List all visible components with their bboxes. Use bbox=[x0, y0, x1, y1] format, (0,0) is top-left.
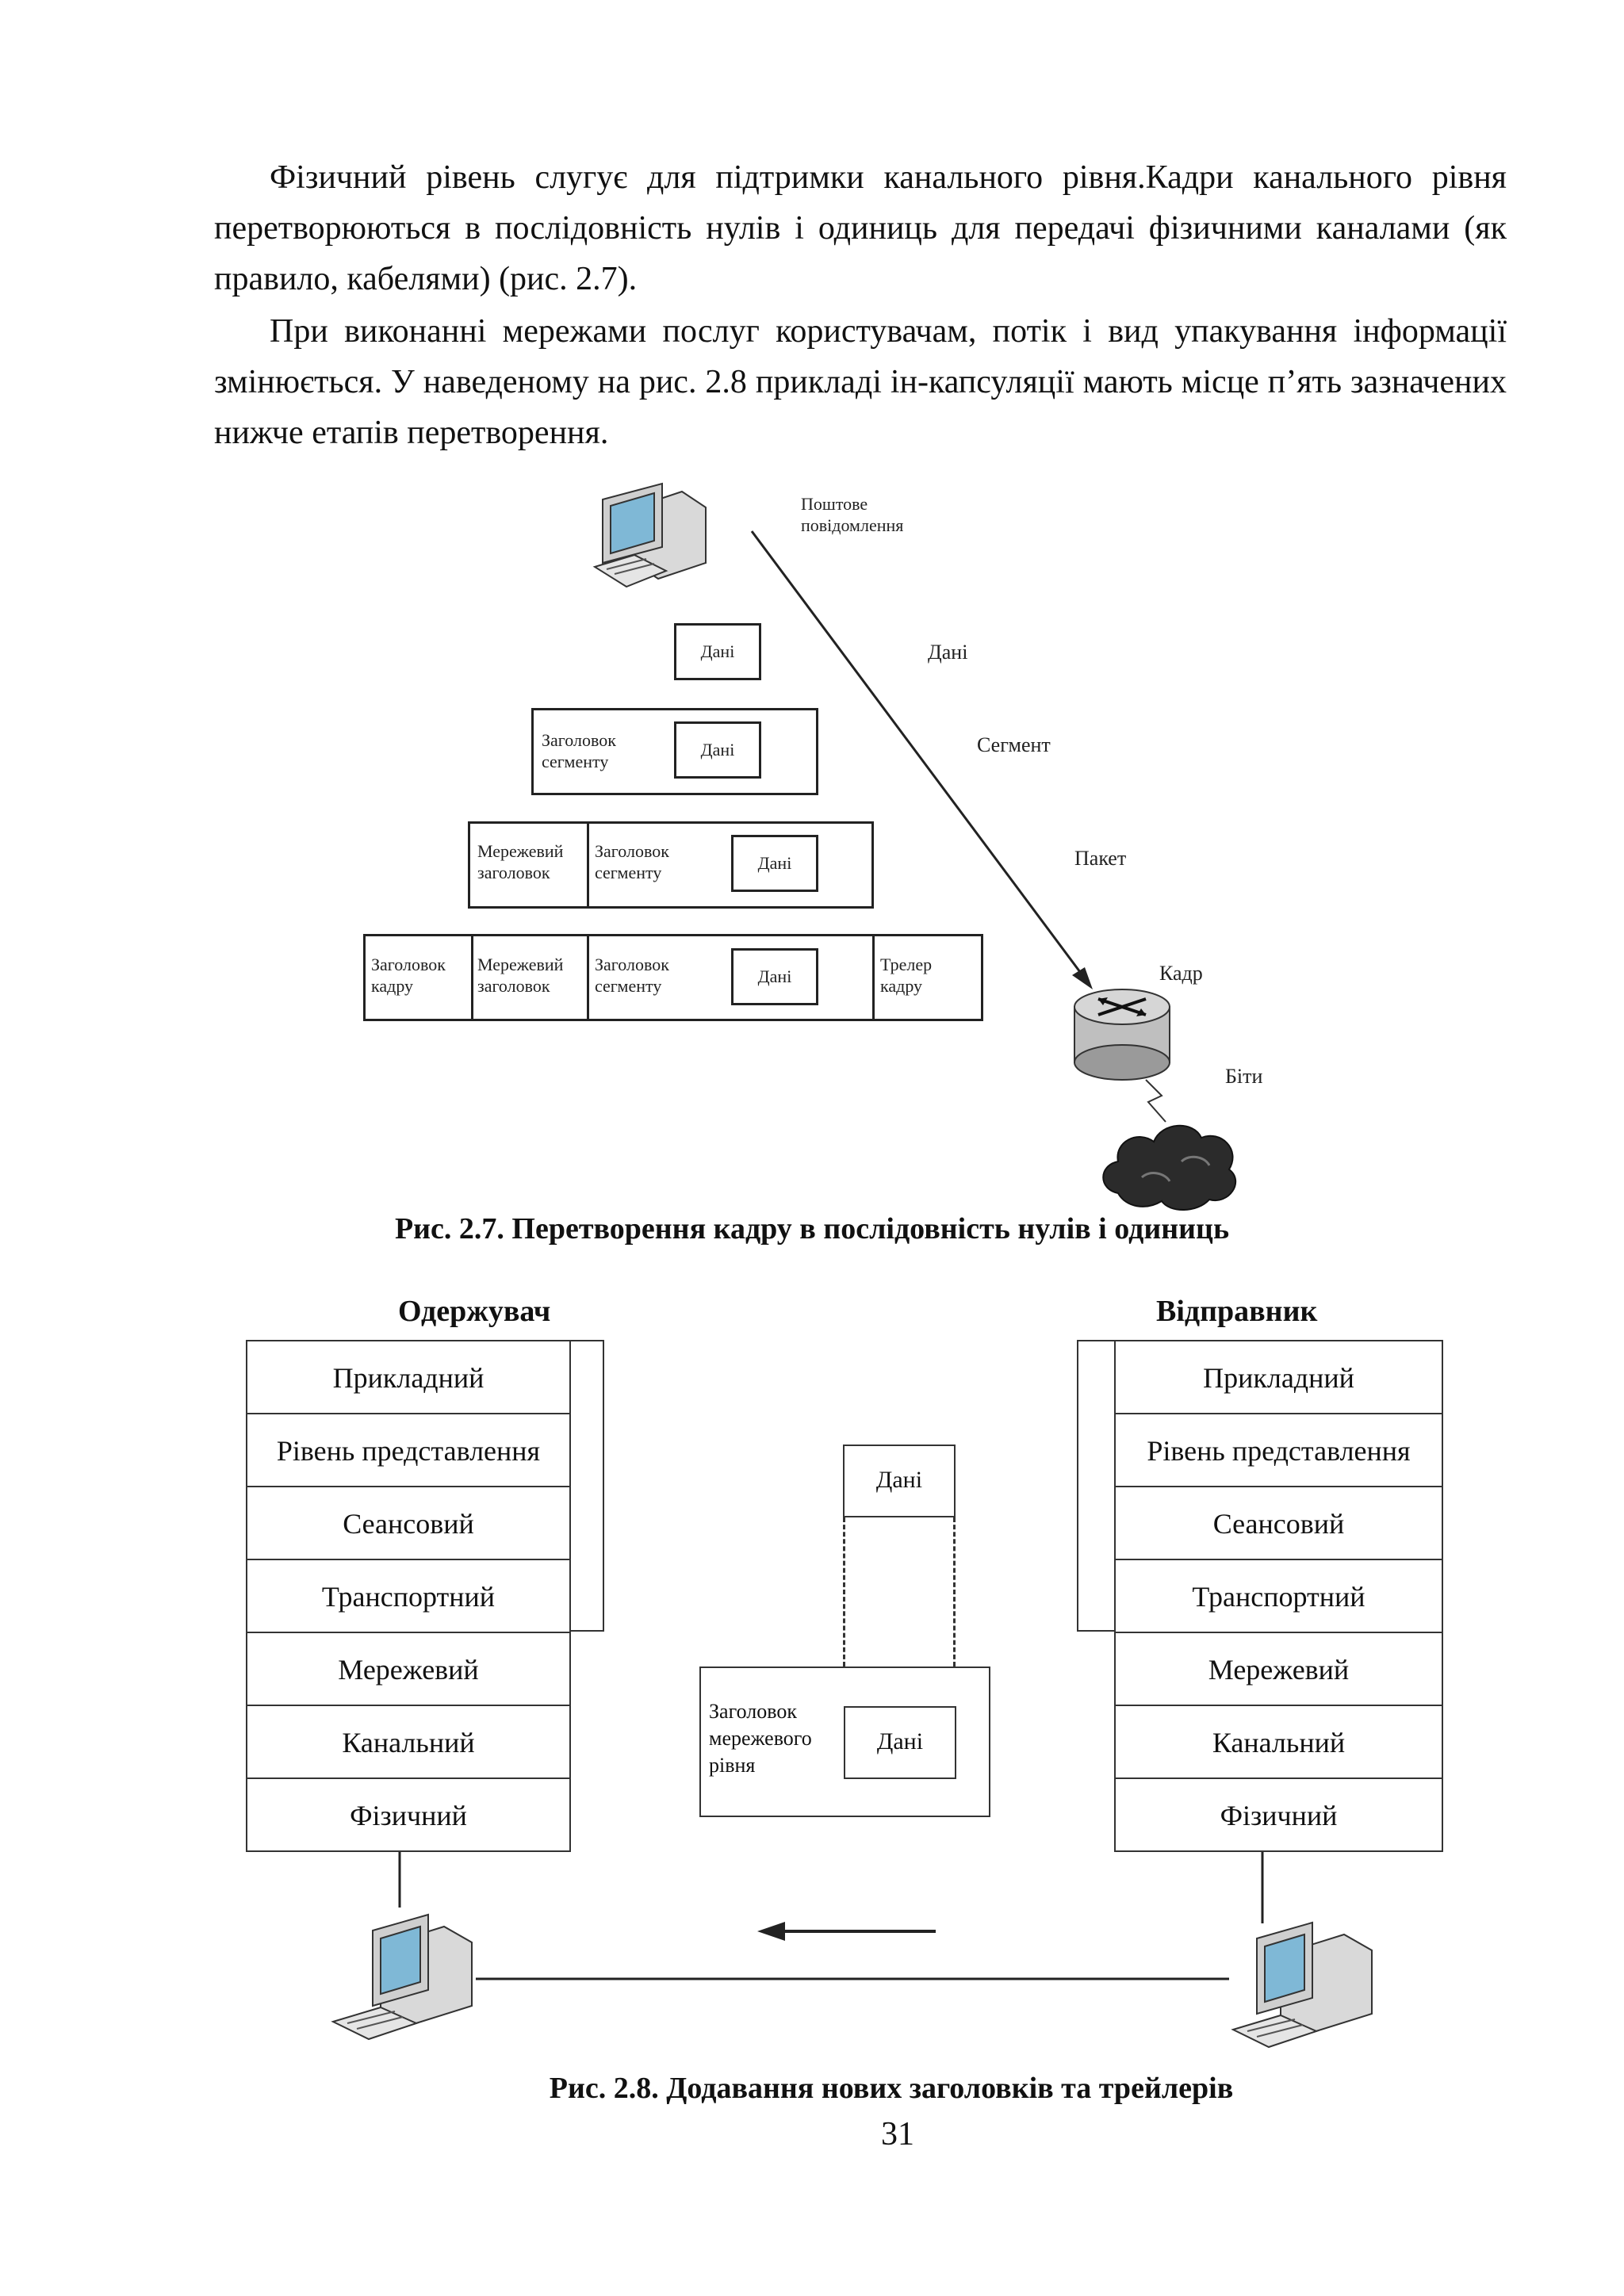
frame-header-label: Заголовок кадру bbox=[371, 955, 446, 996]
sender-bracket bbox=[1077, 1340, 1114, 1632]
network-header-label-row4: Мережевий заголовок bbox=[477, 955, 564, 996]
paragraph-1: Фізичний рівень слугує для підтримки кан… bbox=[214, 159, 1507, 297]
segment-header-label: Заголовок сегменту bbox=[542, 730, 616, 771]
segment-header-label-row4: Заголовок сегменту bbox=[595, 955, 669, 996]
packet-data-box: Дані bbox=[844, 1706, 956, 1779]
network-packet-box: Заголовок мережевого рівня Дані bbox=[699, 1667, 990, 1817]
sender-computer-icon bbox=[1231, 1921, 1373, 2049]
frame-divider-3 bbox=[872, 934, 875, 1021]
sender-layer: Мережевий bbox=[1116, 1633, 1442, 1706]
frame-trailer-label: Трелер кадру bbox=[880, 955, 933, 996]
cloud-icon bbox=[1102, 1124, 1237, 1211]
page-number: 31 bbox=[881, 2116, 914, 2152]
center-data-box: Дані bbox=[843, 1445, 956, 1517]
receiver-layer: Транспортний bbox=[247, 1560, 569, 1633]
receiver-layer: Сеансовий bbox=[247, 1487, 569, 1560]
sender-layer: Канальний bbox=[1116, 1706, 1442, 1779]
receiver-layer: Канальний bbox=[247, 1706, 569, 1779]
lightning-link bbox=[1145, 1079, 1166, 1123]
frame-divider-2 bbox=[587, 934, 589, 1021]
receiver-title: Одержувач bbox=[398, 1295, 551, 1328]
sender-layer: Рівень представлення bbox=[1116, 1414, 1442, 1487]
receiver-layer: Фізичний bbox=[350, 1800, 467, 1831]
figure-2-7-caption: Рис. 2.7. Перетворення кадру в послідовн… bbox=[394, 1212, 1230, 1246]
data-box-row4: Дані bbox=[731, 948, 818, 1005]
network-link bbox=[398, 1852, 1264, 1980]
data-box-row3: Дані bbox=[731, 835, 818, 892]
receiver-layer: Рівень представлення bbox=[247, 1414, 569, 1487]
figure-2-8-caption: Рис. 2.8. Додавання нових заголовків та … bbox=[549, 2072, 1234, 2105]
receiver-stack: Прикладний Рівень представлення Сеансови… bbox=[246, 1340, 571, 1852]
computer-icon bbox=[592, 482, 707, 588]
sender-layer: Сеансовий bbox=[1116, 1487, 1442, 1560]
stage-data-label: Дані bbox=[928, 641, 968, 664]
mail-label: Поштове повідомлення bbox=[801, 494, 904, 535]
dashed-line-right bbox=[953, 1517, 956, 1667]
receiver-bracket bbox=[571, 1340, 604, 1632]
stage-segment-label: Сегмент bbox=[977, 733, 1051, 756]
network-header-label: Заголовок мережевого рівня bbox=[709, 1700, 812, 1777]
frame-row bbox=[363, 934, 983, 1021]
sender-layer: Прикладний bbox=[1116, 1341, 1442, 1414]
receiver-computer-icon bbox=[331, 1913, 473, 2041]
packet-row bbox=[468, 821, 874, 909]
segment-header-label-row3: Заголовок сегменту bbox=[595, 841, 669, 882]
receiver-layer: Мережевий bbox=[247, 1633, 569, 1706]
data-box-row1: Дані bbox=[674, 623, 761, 680]
stage-bits-label: Біти bbox=[1225, 1065, 1263, 1088]
stage-frame-label: Кадр bbox=[1159, 962, 1203, 985]
frame-divider-1 bbox=[471, 934, 473, 1021]
sender-layer: Транспортний bbox=[1116, 1560, 1442, 1633]
network-header-label-row3: Мережевий заголовок bbox=[477, 841, 564, 882]
sender-stack: Прикладний Рівень представлення Сеансови… bbox=[1114, 1340, 1443, 1852]
arrow-line bbox=[750, 530, 1093, 989]
paragraph-2: При виконанні мережами послуг користувач… bbox=[214, 313, 1507, 451]
sender-layer: Фізичний bbox=[1220, 1800, 1338, 1831]
dashed-line-left bbox=[843, 1517, 845, 1667]
router-icon bbox=[1074, 989, 1170, 1081]
sender-title: Відправник bbox=[1156, 1295, 1318, 1328]
receiver-layer: Прикладний bbox=[247, 1341, 569, 1414]
segment-row bbox=[531, 708, 818, 795]
stage-packet-label: Пакет bbox=[1074, 847, 1127, 870]
packet-divider bbox=[587, 821, 589, 909]
data-box-row2: Дані bbox=[674, 721, 761, 779]
